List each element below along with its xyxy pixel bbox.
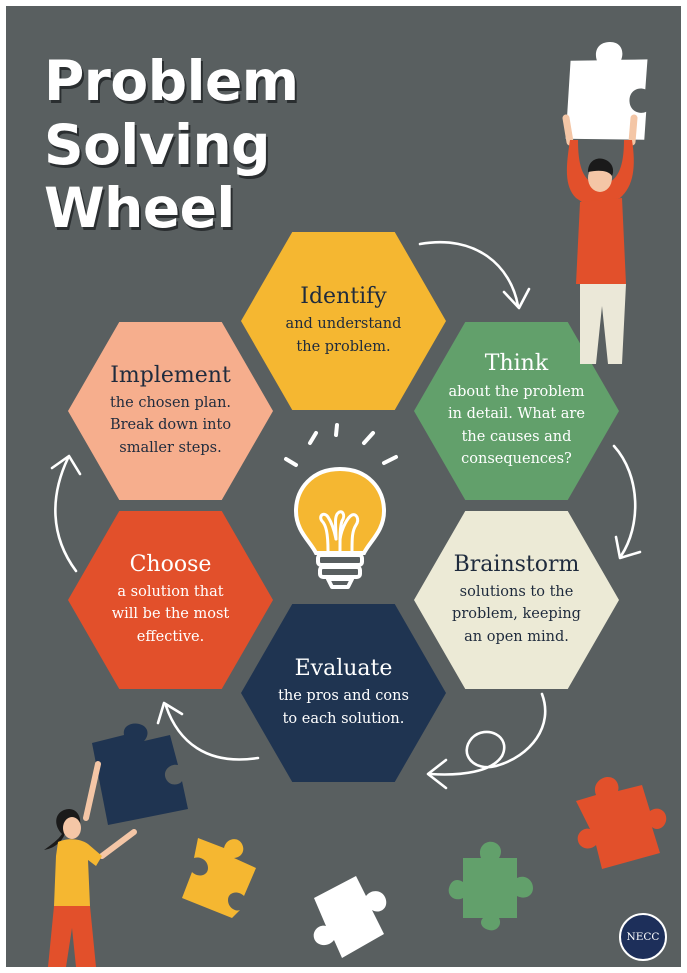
necc-logo-label: NECC — [626, 931, 660, 943]
hex-body: solutions to the problem, keeping an ope… — [452, 581, 581, 648]
hex-body: and understand the problem. — [286, 313, 402, 358]
hex-title: Implement — [110, 362, 231, 388]
hex-body: the chosen plan. Break down into smaller… — [110, 392, 231, 459]
hex-body-line: will be the most — [111, 606, 230, 623]
puzzle-piece-icon — [565, 41, 648, 140]
poster: Problem Solving Wheel Identify and under… — [6, 6, 681, 967]
hex-body-line: the problem. — [296, 338, 391, 355]
hex-brainstorm: Brainstorm solutions to the problem, kee… — [414, 511, 619, 689]
curved-arrow-icon — [54, 456, 78, 573]
puzzle-piece-icon — [448, 841, 533, 931]
curved-arrow-icon — [50, 454, 82, 476]
hex-body-line: problem, keeping — [452, 606, 581, 623]
hex-body: a solution that will be the most effecti… — [112, 581, 230, 648]
puzzle-piece-icon — [182, 838, 256, 918]
curved-arrow-icon — [428, 692, 547, 776]
curved-arrow-icon — [156, 701, 184, 725]
hex-title: Brainstorm — [453, 551, 580, 577]
hex-choose: Choose a solution that will be the most … — [68, 511, 273, 689]
person-illustration — [44, 761, 137, 967]
hex-body-line: the chosen plan. — [109, 394, 232, 411]
hex-body-line: smaller steps. — [119, 439, 222, 456]
hex-body-line: to each solution. — [282, 710, 405, 727]
hex-body-line: a solution that — [117, 583, 224, 600]
hex-title: Evaluate — [294, 655, 393, 681]
hex-body-line: in detail. What are — [448, 406, 585, 423]
puzzle-piece-icon — [576, 777, 667, 869]
hex-title: Think — [484, 351, 549, 377]
hex-body-line: an open mind. — [464, 628, 569, 645]
hex-body-line: effective. — [136, 628, 205, 645]
curved-arrow-icon — [502, 287, 531, 310]
hex-title: Choose — [129, 551, 212, 577]
curved-arrow-icon — [426, 758, 448, 790]
puzzle-piece-icon — [313, 876, 387, 958]
curved-arrow-icon — [164, 704, 260, 761]
hex-body-line: the causes and — [461, 428, 572, 445]
hex-body: about the problem in detail. What are th… — [448, 381, 585, 471]
title-line-1: Problem — [44, 49, 299, 113]
hex-evaluate: Evaluate the pros and cons to each solut… — [241, 604, 446, 782]
necc-logo: NECC — [619, 913, 667, 961]
hex-body: the pros and cons to each solution. — [278, 685, 409, 730]
title-line-3: Wheel — [44, 176, 235, 240]
puzzle-piece-icon — [92, 723, 188, 825]
title-line-2: Solving — [44, 113, 270, 177]
hex-body-line: consequences? — [461, 451, 572, 468]
curved-arrow-icon — [418, 240, 520, 308]
hex-body-line: Break down into — [109, 417, 232, 434]
arrows-layer — [50, 240, 642, 790]
hex-title: Identify — [300, 283, 387, 309]
hex-body-line: the pros and cons — [278, 688, 409, 705]
lightbulb-icon — [284, 423, 398, 589]
person-illustration — [562, 114, 638, 364]
curved-arrow-icon — [614, 535, 642, 560]
curved-arrow-icon — [612, 444, 637, 558]
hex-body-line: solutions to the — [459, 583, 574, 600]
hex-body-line: about the problem — [448, 383, 585, 400]
hex-body-line: and understand — [285, 316, 402, 333]
